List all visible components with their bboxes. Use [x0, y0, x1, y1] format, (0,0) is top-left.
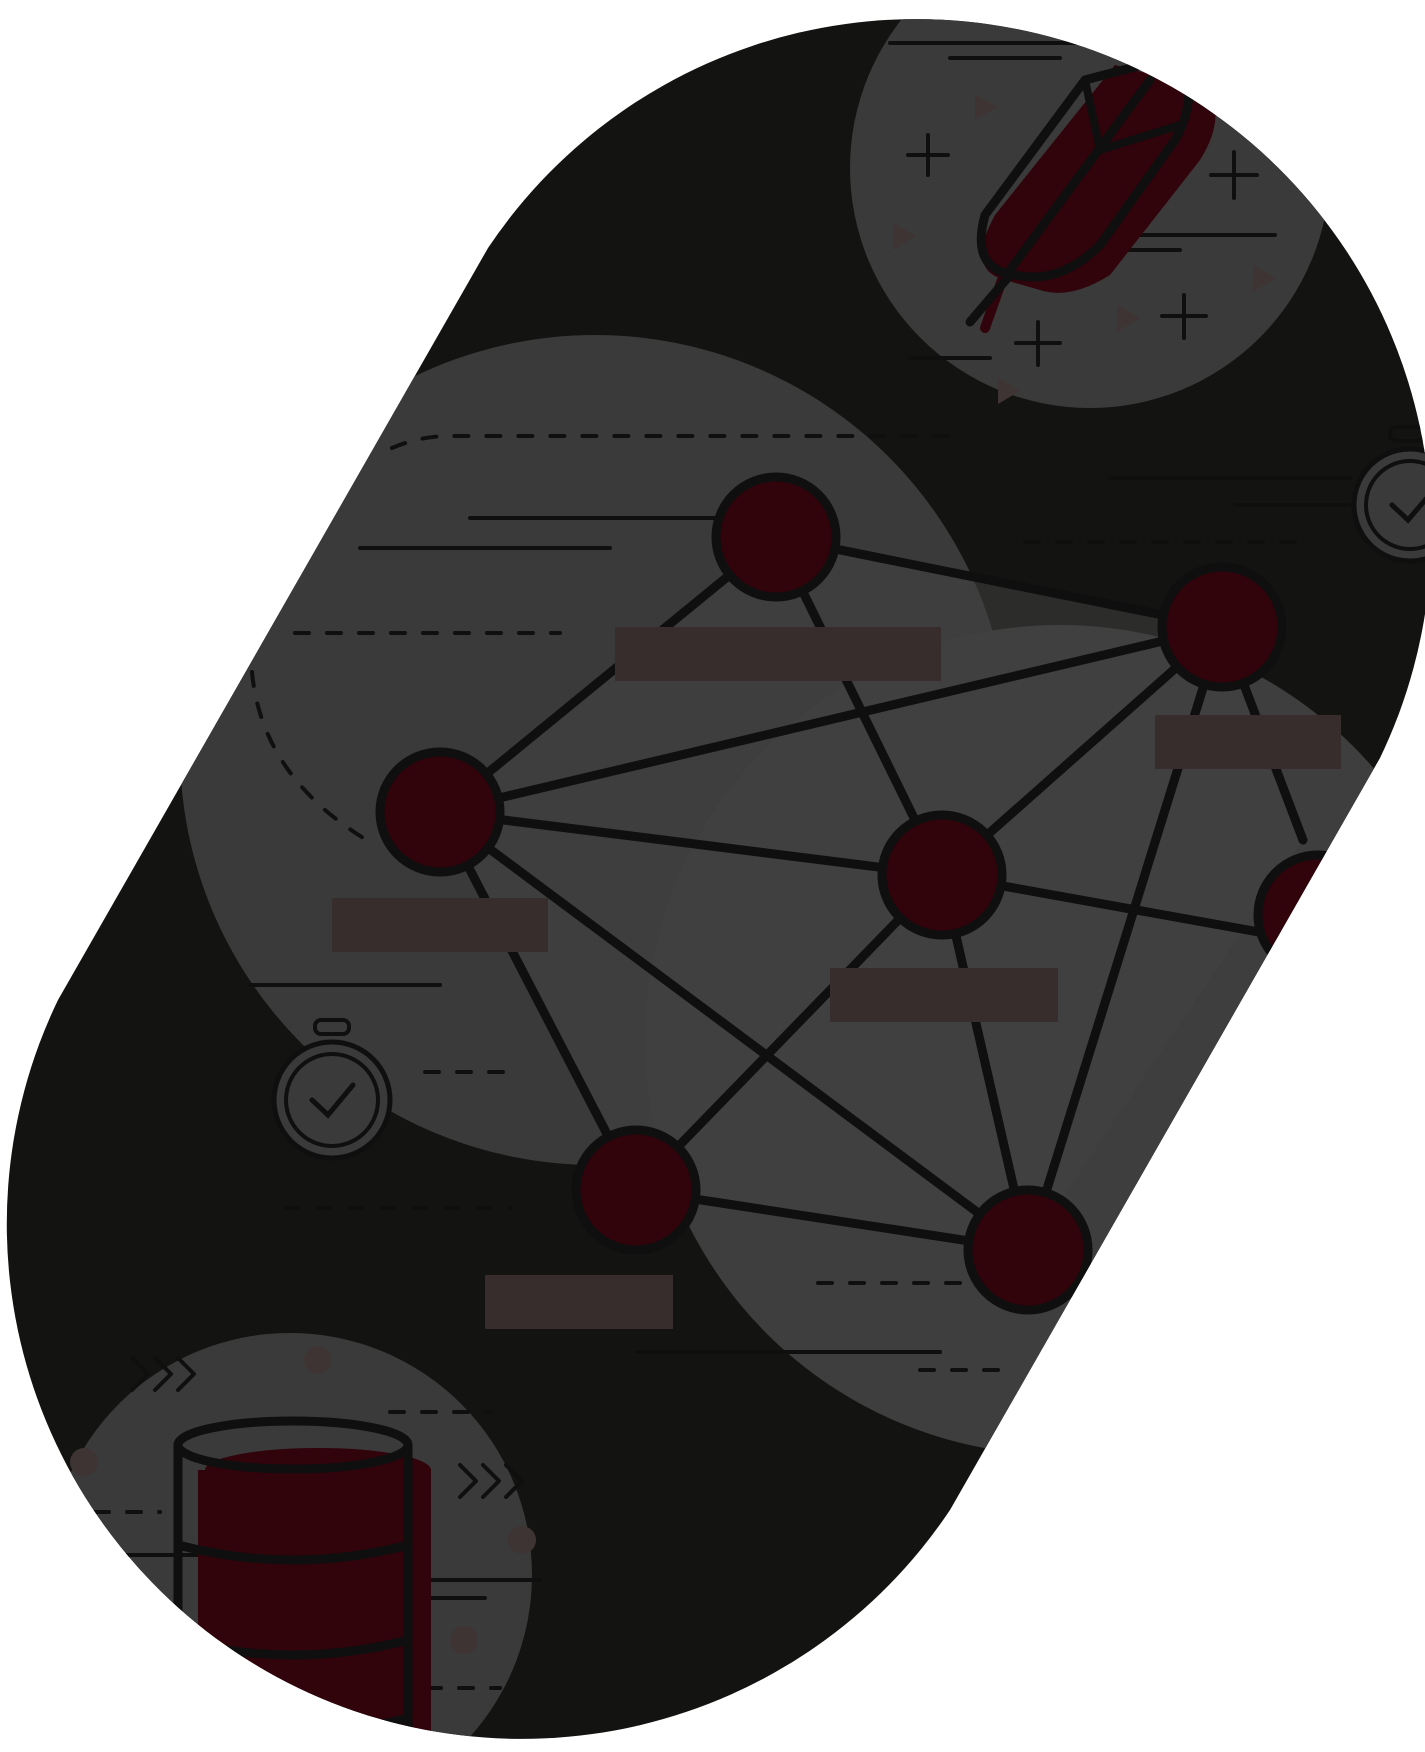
play-triangle-icons — [893, 95, 1276, 404]
graph-node — [711, 472, 841, 602]
label-placeholders — [332, 627, 1341, 1329]
chevrons-right-icon — [130, 1356, 524, 1499]
stopwatch-icon — [271, 1018, 393, 1161]
decorative-lines — [248, 434, 1352, 1372]
graph-node — [571, 1125, 701, 1255]
graph-node — [1157, 562, 1287, 692]
graph-node — [963, 1185, 1093, 1315]
graph-node — [375, 747, 505, 877]
graph-node — [877, 810, 1007, 940]
plus-icons — [906, 133, 1259, 367]
feather-icon — [888, 41, 1277, 360]
graph-node — [1253, 850, 1383, 980]
stopwatch-icon — [1351, 425, 1425, 564]
database-icon — [70, 1346, 542, 1739]
